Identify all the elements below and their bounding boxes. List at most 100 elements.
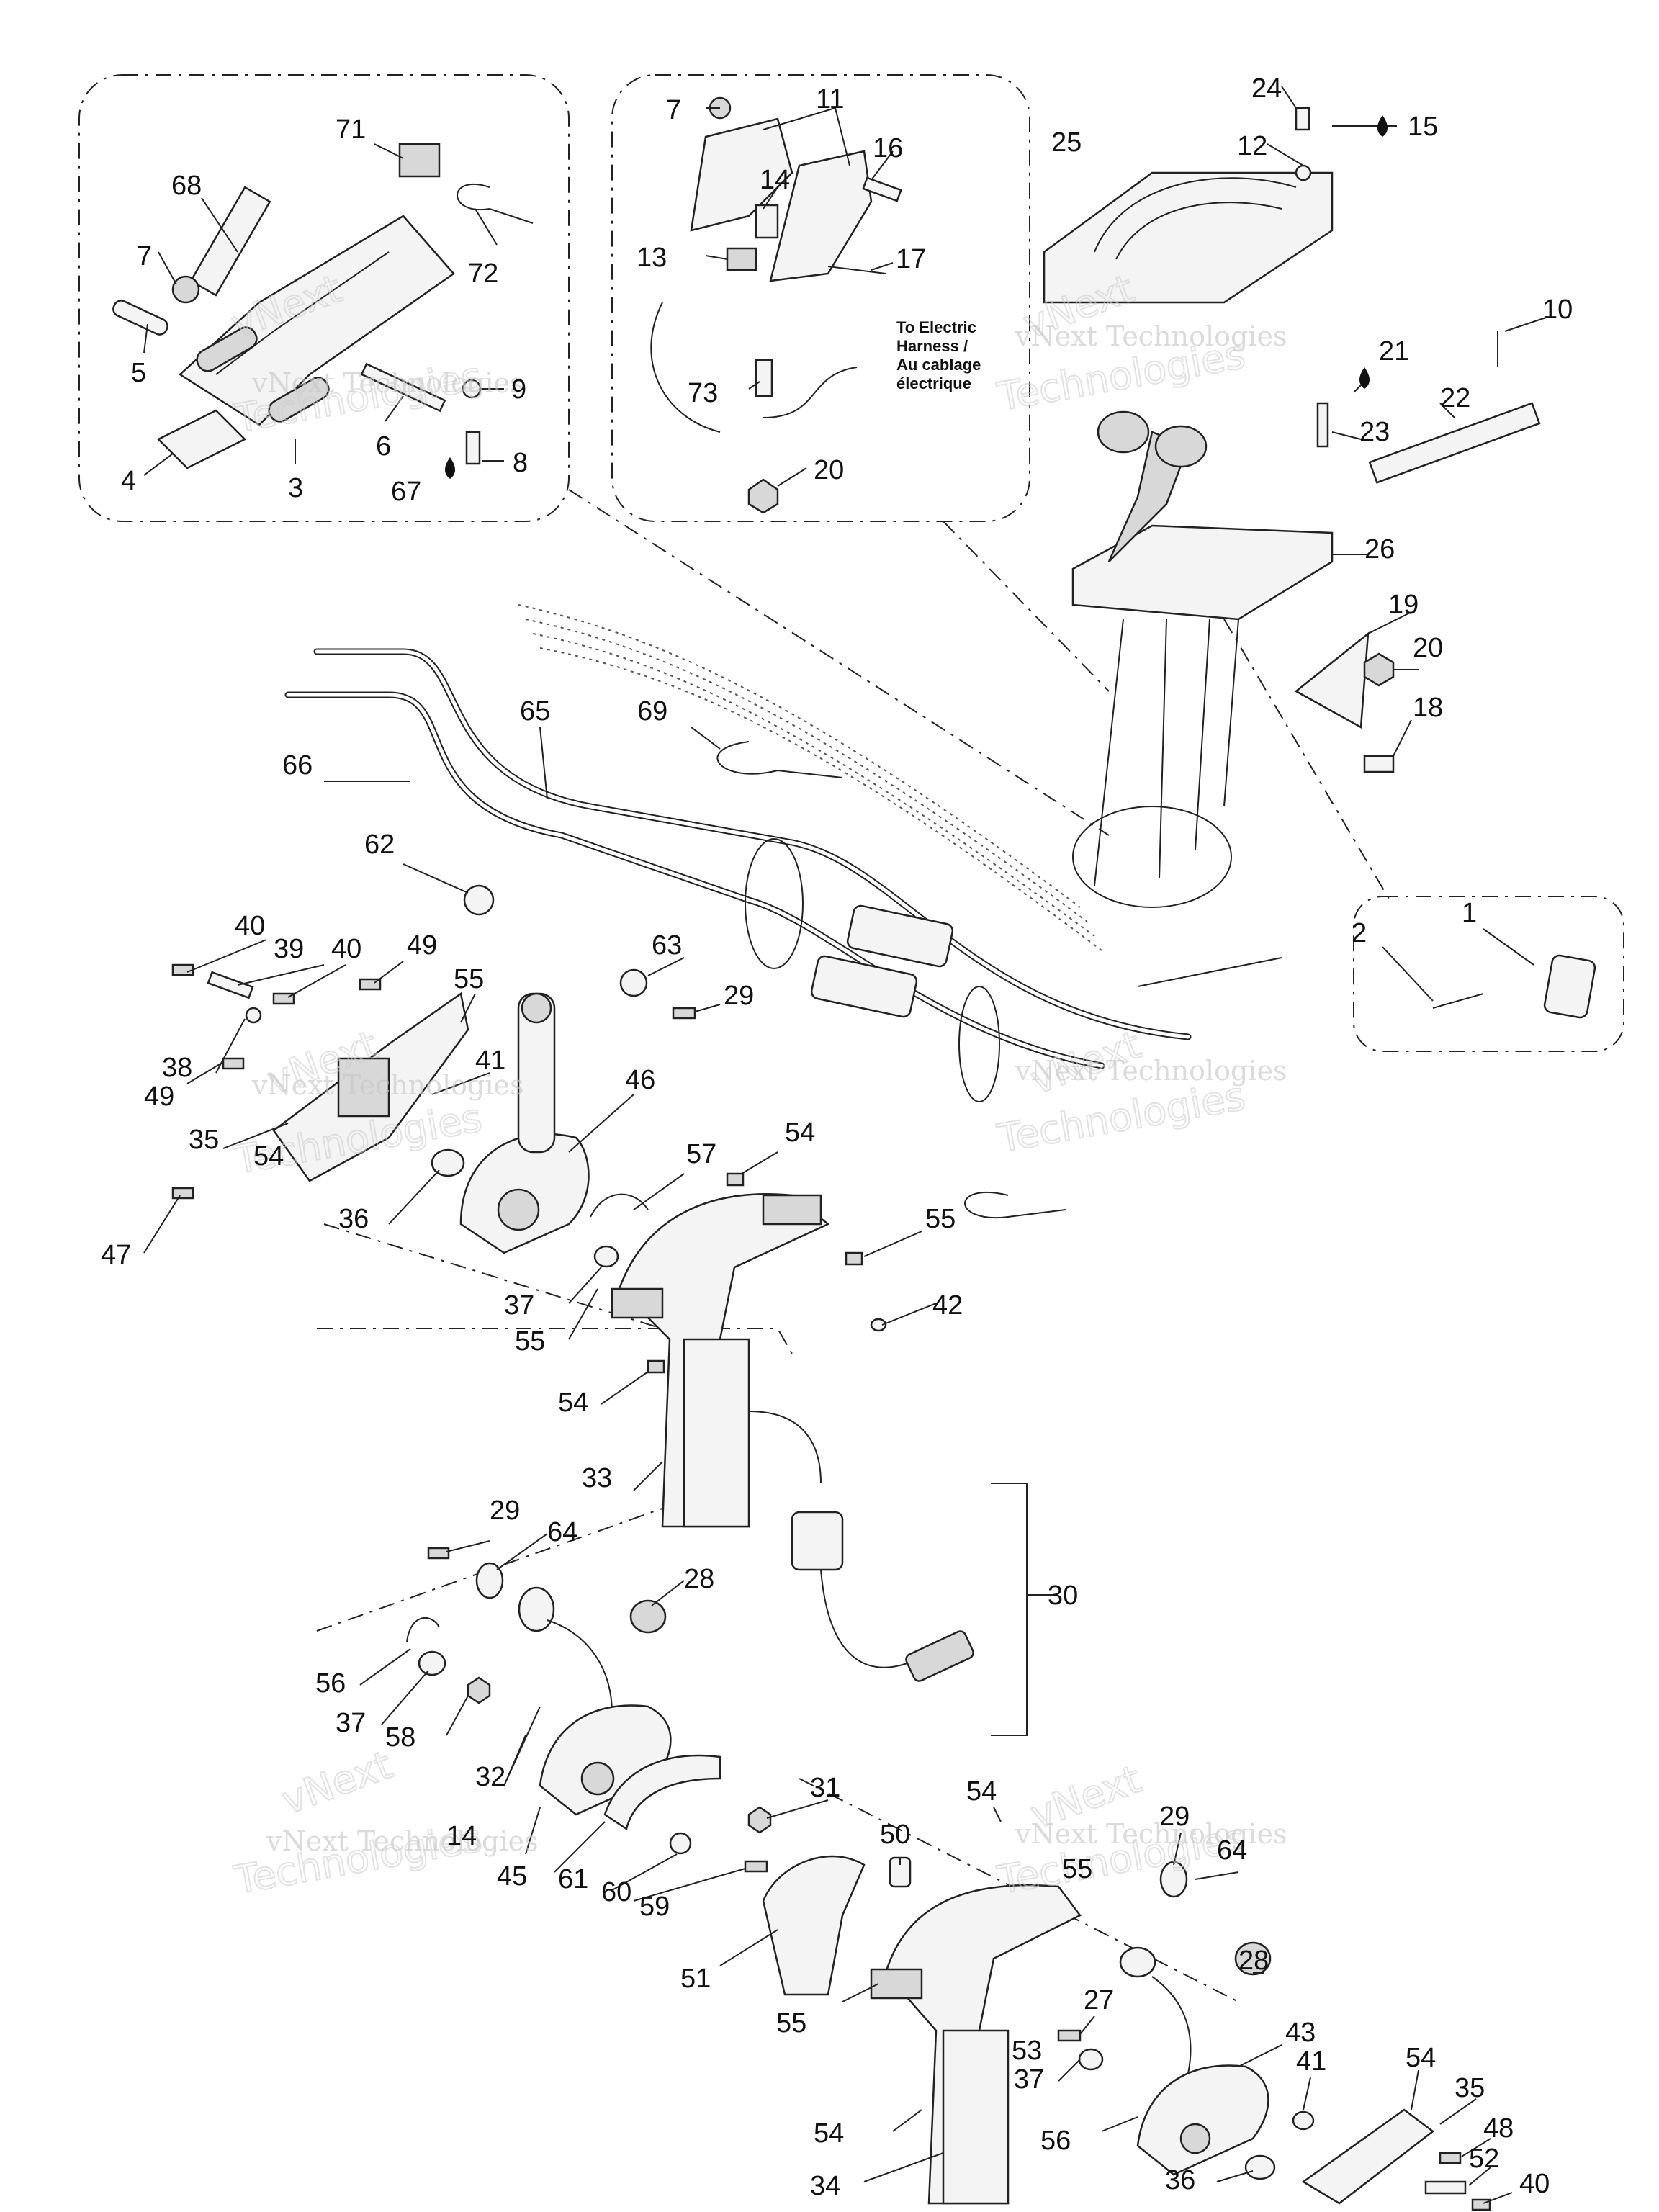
callout: 37 (1014, 2064, 1044, 2095)
part-51 (762, 1855, 866, 1996)
svg-text:vNext Technologies: vNext Technologies (1015, 320, 1287, 352)
part-36-ring (431, 1148, 465, 1177)
callout: 29 (490, 1496, 520, 1526)
cover-assembly (272, 992, 469, 1182)
callout: 41 (475, 1046, 505, 1076)
part-20-nut (747, 478, 779, 514)
group-box-right (1353, 896, 1624, 1052)
sensor-30 (748, 1411, 974, 1682)
callout: 47 (101, 1240, 131, 1270)
part-61 (603, 1754, 721, 1831)
cable-sleeve-1 (846, 904, 954, 968)
part-47-screw (171, 1187, 194, 1200)
ground-wire (763, 367, 858, 418)
callout: 16 (873, 133, 903, 163)
callout: 28 (684, 1564, 714, 1594)
bracket-assembly-3 (178, 215, 455, 426)
part-48-screw (1439, 2152, 1462, 2164)
callout: 7 (137, 241, 152, 271)
callout: 55 (454, 964, 484, 994)
callout: 20 (1413, 633, 1443, 663)
callout: 30 (1048, 1581, 1078, 1611)
callout: 48 (1483, 2113, 1514, 2144)
part-40-screw (171, 963, 194, 976)
callout: 50 (880, 1820, 910, 1850)
part-73-screw (755, 359, 773, 397)
note-line-1: To Electric (896, 318, 976, 336)
callout: 40 (1519, 2169, 1550, 2199)
callout: 38 (162, 1053, 192, 1083)
callout: 3 (288, 473, 303, 503)
callout: 69 (637, 696, 667, 727)
watermark: vNext vNext Technologies Technologies vN… (225, 265, 1287, 1904)
part-58-nut (467, 1676, 491, 1704)
callout: 52 (1469, 2144, 1499, 2174)
part-23-screw (1316, 402, 1329, 448)
part-22-strap (1368, 402, 1541, 484)
part-54-clip (726, 1172, 745, 1187)
part-16-bolt (862, 176, 902, 202)
part-71 (398, 143, 441, 178)
cable-65 (313, 648, 1192, 1040)
svg-text:vNext Technologies: vNext Technologies (251, 1069, 523, 1101)
callout: 36 (338, 1204, 369, 1234)
part-14-spacer (755, 204, 779, 239)
callout: 12 (1237, 131, 1267, 161)
callout: 10 (1542, 295, 1573, 325)
callout: 67 (391, 477, 421, 507)
shell-34 (870, 1884, 1082, 2205)
part-36-ring-right (1244, 2154, 1276, 2180)
part-60-washer (669, 1832, 692, 1855)
callout: 26 (1364, 534, 1395, 565)
lever-46 (459, 992, 590, 1254)
callout: 58 (385, 1722, 415, 1753)
part-37-ring-lower (418, 1650, 446, 1676)
part-52-spring (1424, 2180, 1467, 2195)
callout: 35 (1455, 2073, 1485, 2103)
callout: 15 (1408, 112, 1438, 142)
plate-assembly-11 (690, 117, 873, 282)
leader-lines (143, 86, 1549, 2204)
part-28-cap (629, 1599, 667, 1634)
part-55-clip (845, 1251, 863, 1266)
callout: 55 (1062, 1854, 1092, 1884)
callout: 54 (253, 1141, 284, 1172)
callout: 6 (376, 431, 391, 462)
callout: 35 (189, 1125, 219, 1155)
callout: 22 (1440, 383, 1470, 413)
part-20-nut-right (1363, 652, 1395, 687)
callout: 31 (810, 1773, 840, 1803)
callout: 2 (1352, 918, 1367, 948)
part-8-screw (465, 431, 481, 465)
callout: 71 (336, 114, 366, 145)
callout: 45 (497, 1861, 527, 1892)
drop-icon (445, 457, 455, 479)
note-line-4: électrique (896, 374, 971, 392)
part-63-washer (619, 968, 648, 997)
callout: 73 (688, 378, 718, 408)
svg-text:vNext Technologies: vNext Technologies (1015, 1055, 1287, 1087)
part-2-pin (1432, 993, 1484, 1009)
callout: 40 (235, 911, 265, 941)
callout: 39 (274, 934, 304, 964)
callout: 4 (121, 466, 136, 496)
svg-text:vNext Technologies: vNext Technologies (1015, 1818, 1287, 1850)
part-18-bolt (1363, 755, 1395, 773)
callout: 20 (814, 455, 844, 485)
callout: 65 (520, 696, 550, 727)
callout: 21 (1379, 336, 1409, 367)
part-64-seal (475, 1562, 504, 1599)
part-62-grommet (463, 884, 495, 916)
callout: 68 (171, 171, 202, 201)
callout: 64 (1217, 1835, 1247, 1866)
part-37-ring-right (1078, 2048, 1104, 2071)
part-5-pin (112, 300, 168, 336)
part-29-screw (672, 1007, 696, 1020)
callout: 56 (315, 1668, 346, 1699)
callout: 36 (1165, 2165, 1195, 2195)
part-38-ball (245, 1007, 262, 1024)
callout: 19 (1388, 590, 1419, 620)
callout: 54 (785, 1118, 815, 1148)
callout-labels: 71 68 7 5 4 3 6 9 67 8 7 11 16 14 13 17 … (101, 73, 1573, 2201)
